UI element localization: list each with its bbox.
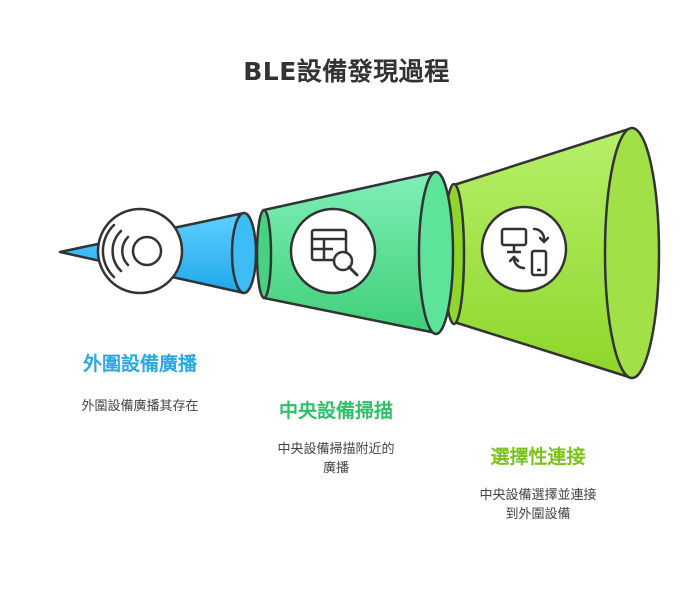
step-connect-description-line: 到外圍設備 xyxy=(505,507,571,522)
table-search-icon xyxy=(289,207,377,295)
step-broadcast-title: 外圍設備廣播 xyxy=(82,353,197,375)
broadcast-signal-icon xyxy=(96,207,184,295)
step-scan-title: 中央設備掃描 xyxy=(278,400,393,422)
step-scan-description-line: 中央設備掃描附近的 xyxy=(277,442,395,457)
step-broadcast-description: 外圍設備廣播其存在 xyxy=(81,399,199,414)
step-scan-description-line: 廣播 xyxy=(322,461,349,476)
step-connect-description-line: 中央設備選擇並連接 xyxy=(479,488,597,503)
step-connect-title: 選擇性連接 xyxy=(490,446,586,468)
step-scan-description: 中央設備掃描附近的 廣播 xyxy=(236,440,436,478)
diagram-title: BLE設備發現過程 xyxy=(243,57,450,86)
step-connect-description: 中央設備選擇並連接 到外圍設備 xyxy=(423,486,653,524)
device-sync-icon xyxy=(480,205,568,293)
